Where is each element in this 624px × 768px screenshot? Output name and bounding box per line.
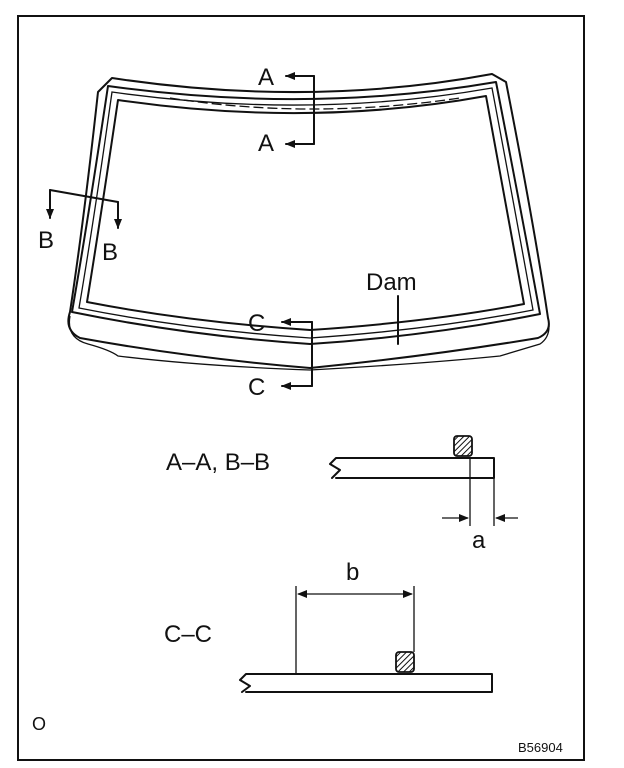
windshield-glass: [67, 73, 550, 371]
detail-ab-dam: [453, 435, 473, 457]
label-c-top: C: [248, 310, 265, 337]
label-a-top: A: [258, 64, 274, 91]
label-b-left: B: [38, 227, 54, 254]
section-cut-c: C C: [248, 310, 313, 401]
molding-inner: [78, 87, 534, 339]
detail-ab: A–A, B–B a: [166, 435, 518, 554]
top-clip-marks: [169, 97, 461, 110]
dam-label: Dam: [366, 269, 417, 296]
molding-outer: [71, 81, 541, 345]
windshield-outer-outline: [67, 73, 550, 369]
cowl-lower-edge: [68, 315, 550, 371]
label-c-bottom: C: [248, 374, 265, 401]
detail-cc-glass: [239, 673, 493, 693]
section-cut-b: B B: [38, 189, 122, 266]
section-cut-a: A A: [258, 64, 315, 157]
dam-line: [86, 95, 525, 331]
dam-callout: Dam: [366, 269, 417, 345]
detail-cc: C–C b: [164, 559, 493, 693]
dimension-a: a: [472, 527, 486, 554]
corner-mark: O: [32, 714, 46, 734]
dimension-b: b: [346, 559, 359, 586]
label-a-bottom: A: [258, 130, 274, 157]
label-b-right: B: [102, 239, 118, 266]
detail-cc-dam: [395, 651, 415, 673]
detail-ab-title: A–A, B–B: [166, 449, 270, 476]
figure-frame: [17, 15, 585, 761]
figure-id: B56904: [518, 740, 563, 755]
detail-cc-title: C–C: [164, 621, 212, 648]
detail-ab-glass: [329, 457, 495, 479]
